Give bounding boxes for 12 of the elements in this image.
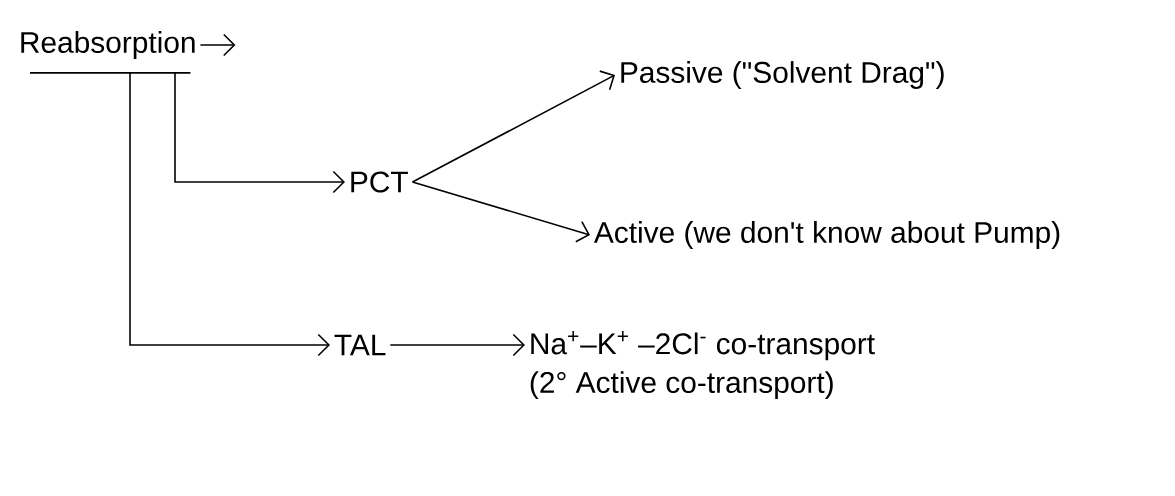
arrow <box>411 181 590 243</box>
arrow <box>174 72 345 194</box>
text-label: TAL <box>334 334 386 356</box>
arrow <box>411 70 615 183</box>
text-label: PCT <box>351 171 408 193</box>
text-label: Reabsorption <box>21 31 195 59</box>
text-label: Active (we don't know about Pump) <box>593 221 1060 249</box>
arrow <box>199 33 236 57</box>
text-label: Na$^{+}$–K$^{+}$ –2Cl$^{-}$ co-transport (2° Active co-transport) <box>530 331 875 399</box>
arrow <box>129 72 330 357</box>
arrow <box>389 333 525 357</box>
text-label: Passive ("Solvent Drag") <box>621 61 944 89</box>
